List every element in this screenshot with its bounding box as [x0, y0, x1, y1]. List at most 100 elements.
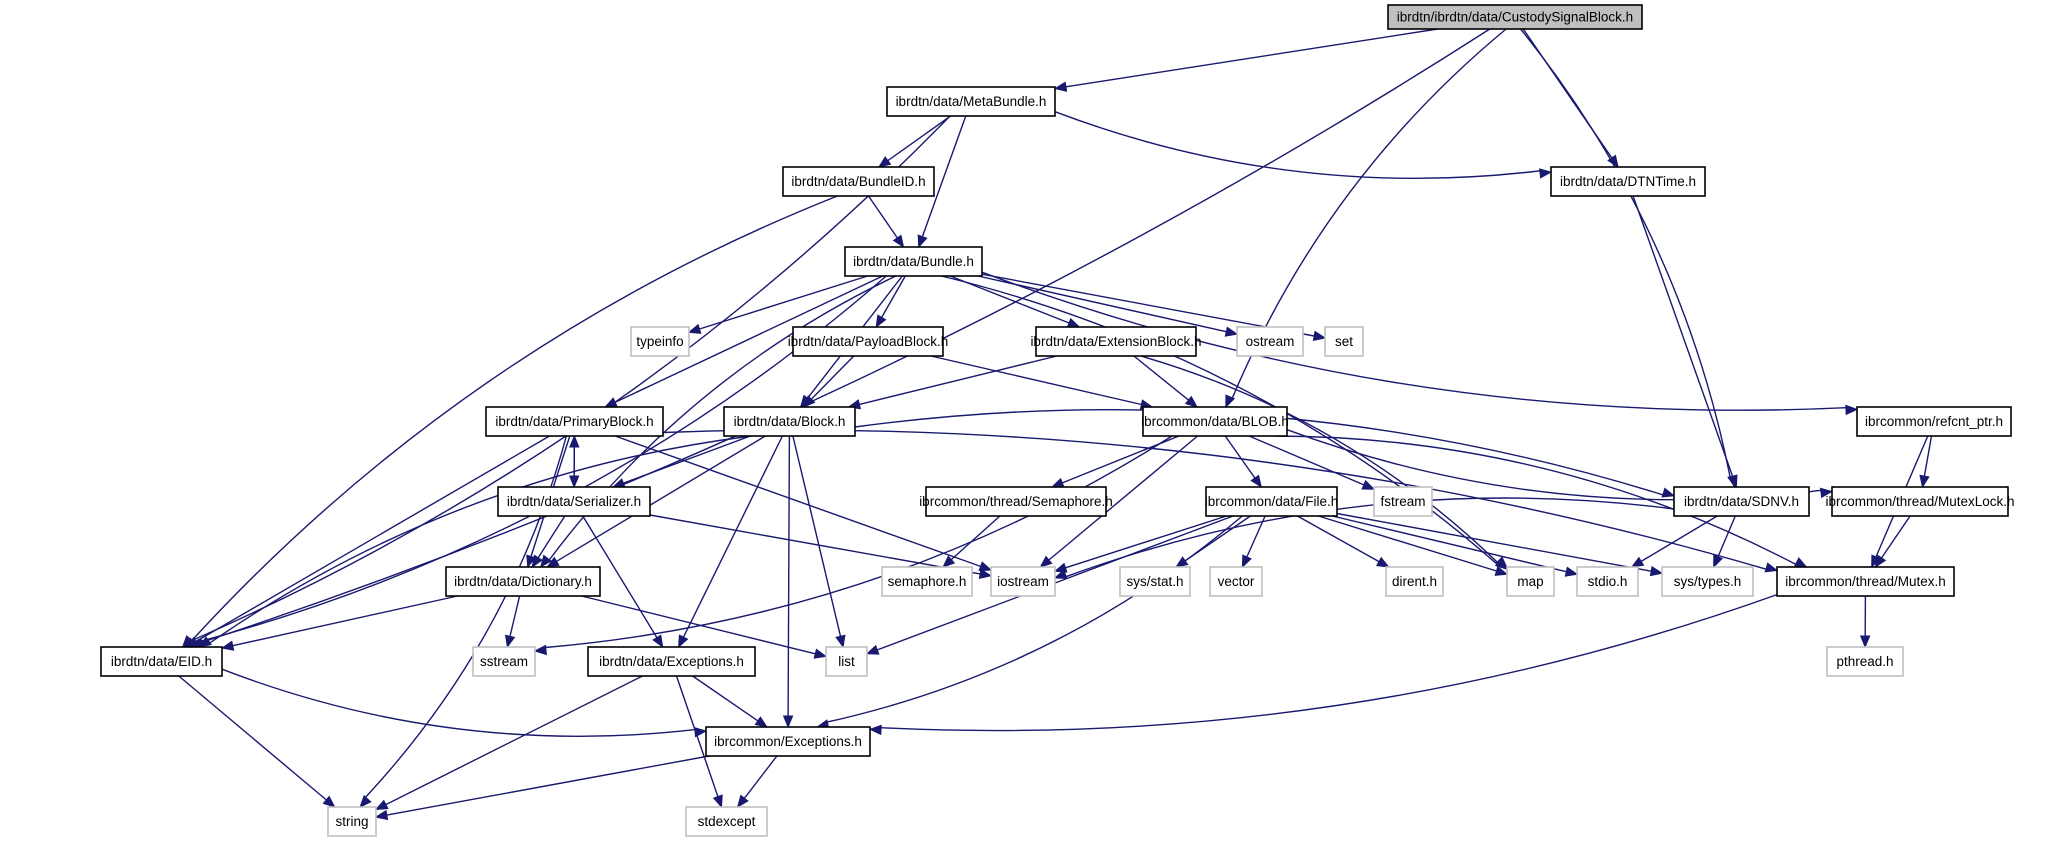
- arrowhead-icon: [359, 794, 372, 808]
- node-ext[interactable]: ibrdtn/data/ExtensionBlock.h: [1030, 326, 1202, 357]
- arrowhead-icon: [687, 323, 702, 334]
- node-refcnt[interactable]: ibrcommon/refcnt_ptr.h: [1856, 406, 2012, 437]
- edge-line: [386, 755, 710, 816]
- node-dexc[interactable]: ibrdtn/data/Exceptions.h: [587, 646, 756, 677]
- edge-line: [1640, 515, 1718, 563]
- arrowhead-icon: [1661, 487, 1676, 498]
- node-label: ibrdtn/data/PrimaryBlock.h: [495, 414, 653, 429]
- edge-block-to-list: [792, 435, 846, 649]
- node-bid[interactable]: ibrdtn/data/BundleID.h: [782, 166, 935, 197]
- edge-bid-to-bundle: [867, 195, 905, 249]
- edge-line: [1273, 435, 1797, 566]
- edge-sema-to-semah: [942, 515, 1001, 568]
- node-dtn[interactable]: ibrdtn/data/DTNTime.h: [1550, 166, 1706, 197]
- edge-line: [221, 668, 696, 737]
- node-mutex[interactable]: ibrcommon/thread/Mutex.h: [1776, 566, 1955, 597]
- node-meta[interactable]: ibrdtn/data/MetaBundle.h: [886, 86, 1056, 117]
- arrowhead-icon: [533, 644, 547, 656]
- node-dict[interactable]: ibrdtn/data/Dictionary.h: [445, 566, 601, 597]
- edge-line: [1520, 28, 1731, 478]
- node-box: [825, 646, 868, 677]
- node-box: [1236, 326, 1304, 357]
- node-block[interactable]: ibrdtn/data/Block.h: [723, 406, 856, 437]
- edge-line: [582, 515, 658, 638]
- edge-file-to-dirent: [1297, 515, 1390, 568]
- node-box: [1576, 566, 1639, 597]
- edge-mutex-to-pthread: [1859, 595, 1871, 649]
- node-eid[interactable]: ibrdtn/data/EID.h: [100, 646, 223, 677]
- node-label: ostream: [1246, 334, 1295, 349]
- edge-meta-to-bid: [877, 115, 952, 168]
- arrowhead-icon: [865, 644, 880, 655]
- edge-line: [880, 593, 1778, 732]
- edge-line: [191, 195, 838, 642]
- arrowhead-icon: [1053, 81, 1068, 92]
- node-csb[interactable]: ibrdtn/ibrdtn/data/CustodySignalBlock.h: [1387, 4, 1643, 30]
- node-iostream: iostream: [990, 566, 1056, 597]
- edge-blob-to-iostream: [1039, 435, 1199, 568]
- node-label: pthread.h: [1836, 654, 1893, 669]
- arrowhead-icon: [1053, 562, 1068, 573]
- node-box: [881, 566, 973, 597]
- node-label: stdexcept: [698, 814, 756, 829]
- arrowhead-icon: [1039, 555, 1053, 568]
- edge-file-to-vector: [1241, 515, 1266, 569]
- node-mlock[interactable]: ibrcommon/thread/MutexLock.h: [1825, 486, 2015, 517]
- node-box: [1661, 566, 1754, 597]
- edge-line: [692, 675, 759, 722]
- node-box: [1205, 486, 1338, 517]
- node-sema[interactable]: ibrcommon/thread/Semaphore.h: [919, 486, 1113, 517]
- node-label: ibrdtn/data/Block.h: [734, 414, 846, 429]
- node-serial[interactable]: ibrdtn/data/Serializer.h: [497, 486, 651, 517]
- arrowhead-icon: [604, 397, 618, 408]
- node-box: [1385, 566, 1444, 597]
- node-label: ibrdtn/data/ExtensionBlock.h: [1030, 334, 1201, 349]
- edge-dtn-to-sdnv: [1632, 195, 1738, 489]
- edge-sdnv-to-stdio: [1630, 515, 1718, 568]
- arrowhead-icon: [531, 554, 543, 569]
- edge-line: [682, 435, 784, 638]
- arrowhead-icon: [754, 716, 768, 728]
- edge-dexc-to-string: [374, 675, 643, 811]
- arrowhead-icon: [220, 640, 235, 651]
- node-label: ibrdtn/data/SDNV.h: [1684, 494, 1799, 509]
- edge-dict-to-eid: [220, 595, 458, 651]
- arrowhead-icon: [868, 724, 882, 736]
- edge-line: [867, 195, 898, 239]
- arrowhead-icon: [1819, 487, 1834, 499]
- node-blob[interactable]: ibrcommon/data/BLOB.h: [1141, 406, 1289, 437]
- edge-line: [1140, 355, 1498, 563]
- node-label: ibrdtn/data/PayloadBlock.h: [788, 334, 949, 349]
- node-box: [630, 326, 690, 357]
- arrowhead-icon: [1224, 326, 1239, 337]
- node-bundle[interactable]: ibrdtn/data/Bundle.h: [844, 246, 983, 277]
- arrowhead-icon: [198, 636, 212, 648]
- node-primary[interactable]: ibrdtn/data/PrimaryBlock.h: [485, 406, 664, 437]
- edge-csb-to-meta: [1053, 28, 1438, 92]
- arrowhead-icon: [712, 794, 723, 809]
- node-label: map: [1517, 574, 1543, 589]
- node-box: [100, 646, 223, 677]
- edge-mutex-to-cexc: [868, 593, 1778, 736]
- edge-line: [1881, 515, 1911, 559]
- edge-line: [1224, 435, 1256, 479]
- node-box: [1506, 566, 1555, 597]
- edge-line: [699, 275, 868, 330]
- arrowhead-icon: [1376, 556, 1390, 568]
- node-file[interactable]: ibrcommon/data/File.h: [1205, 486, 1339, 517]
- node-label: ibrcommon/data/File.h: [1205, 494, 1339, 509]
- node-label: sstream: [480, 654, 528, 669]
- node-payload[interactable]: ibrdtn/data/PayloadBlock.h: [788, 326, 949, 357]
- edge-line: [545, 435, 1173, 649]
- edge-eid-to-cexc: [221, 668, 708, 738]
- arrowhead-icon: [1361, 479, 1376, 490]
- node-box: [886, 86, 1056, 117]
- node-box: [1209, 566, 1263, 597]
- edge-bundle-to-primary: [604, 275, 884, 408]
- edge-bundle-to-typeinfo: [687, 275, 868, 334]
- node-box: [587, 646, 756, 677]
- edge-dexc-to-cexc: [692, 675, 768, 728]
- node-label: ibrcommon/thread/Semaphore.h: [919, 494, 1113, 509]
- node-sdnv[interactable]: ibrdtn/data/SDNV.h: [1673, 486, 1810, 517]
- node-cexc[interactable]: ibrcommon/Exceptions.h: [705, 726, 871, 757]
